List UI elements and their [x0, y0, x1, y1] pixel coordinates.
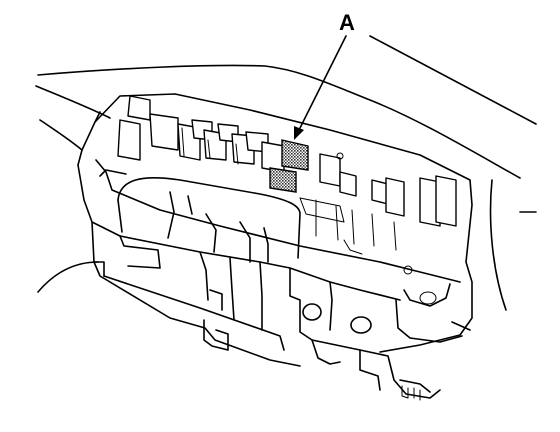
engine-bay-background — [35, 35, 537, 311]
callout-leader-line — [297, 35, 347, 133]
relay-row — [117, 95, 285, 173]
callout-label: A — [339, 10, 355, 35]
highlighted-component-a — [269, 139, 309, 193]
callout-a: A — [294, 10, 355, 140]
large-cover — [99, 169, 301, 263]
right-fuse-block — [299, 152, 457, 275]
callout-arrowhead — [294, 126, 304, 140]
fuse-box-housing — [77, 93, 473, 401]
